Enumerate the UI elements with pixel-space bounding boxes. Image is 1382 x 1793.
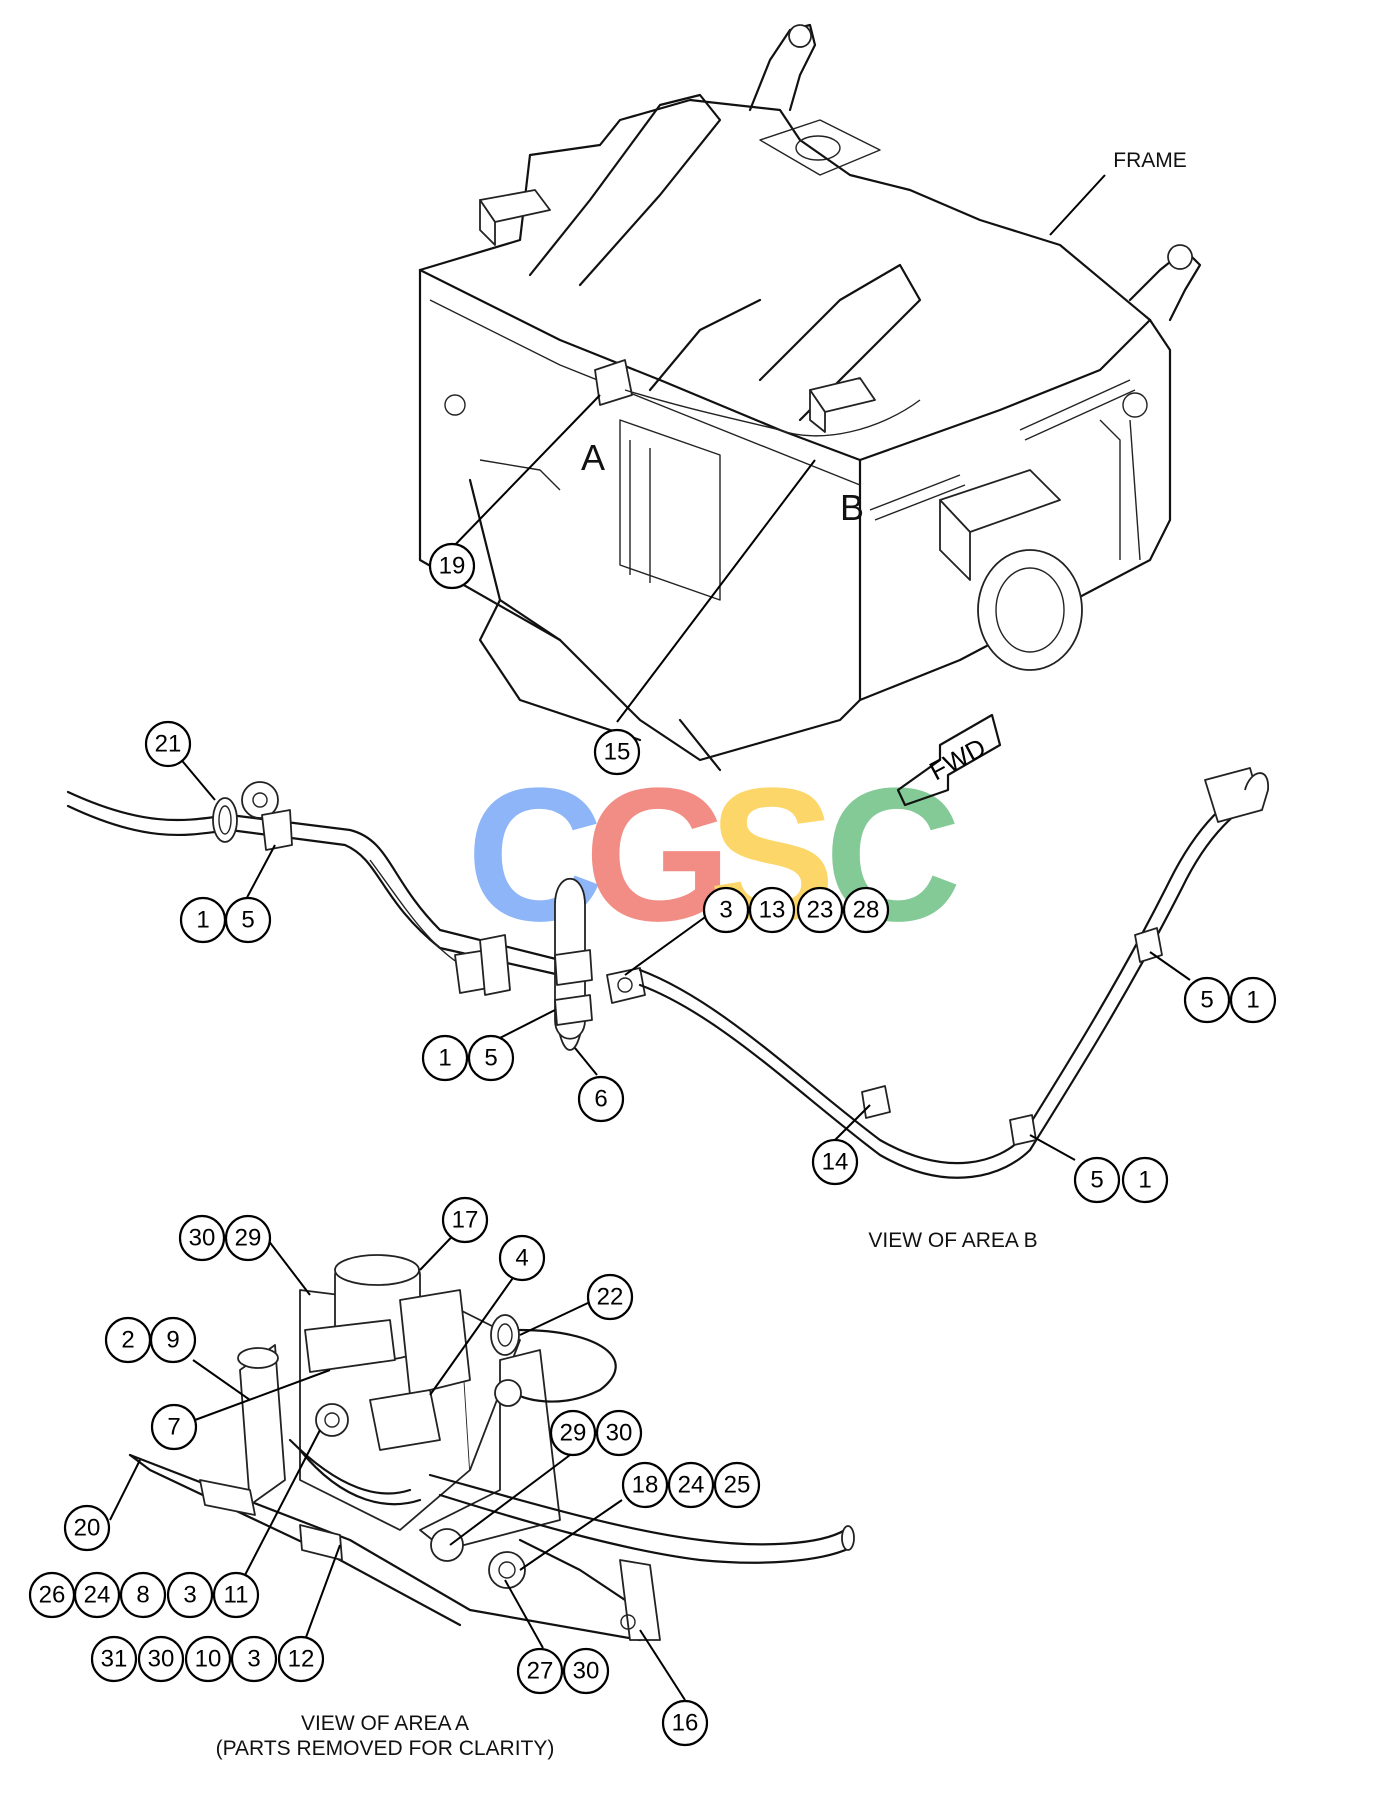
callout-20-text: 20 [74,1515,101,1542]
callout-group-26-24-8-3-11[interactable]: 26 24 8 3 11 [28,1571,260,1619]
callout-22[interactable]: 22 [586,1273,634,1321]
callout-1b-text: 1 [438,1045,451,1072]
callout-5d-text: 5 [1090,1167,1103,1194]
callout-19-text: 19 [439,553,466,580]
callout-20[interactable]: 20 [63,1504,111,1552]
callout-30a-text: 30 [189,1225,216,1252]
callout-23-text: 23 [807,897,834,924]
area-b-label: B [840,487,864,528]
frame-illustration [418,23,1202,772]
callout-6[interactable]: 6 [577,1075,625,1123]
callout-group-31-30-10-3-12[interactable]: 31 30 10 3 12 [90,1635,325,1683]
callout-24a-text: 24 [678,1472,705,1499]
callout-24b-text: 24 [84,1582,111,1609]
watermark-letter-c2: C [824,749,961,961]
callout-19[interactable]: 19 [428,542,476,590]
callout-3c-text: 3 [247,1646,260,1673]
callout-8-text: 8 [136,1582,149,1609]
callout-26-text: 26 [39,1582,66,1609]
watermark-letter-g: G [584,749,732,961]
callout-17[interactable]: 17 [441,1196,489,1244]
callout-7-text: 7 [167,1414,180,1441]
callout-group-3-13-23-28[interactable]: 3 13 23 28 [702,886,890,934]
callout-group-27-30[interactable]: 27 30 [516,1647,610,1695]
area-a-label: A [581,437,605,478]
callout-1c-text: 1 [1246,987,1259,1014]
callout-3a-text: 3 [719,897,732,924]
callout-30d-text: 30 [573,1658,600,1685]
callout-30c-text: 30 [148,1646,175,1673]
callout-5b-text: 5 [484,1045,497,1072]
callout-21-text: 21 [155,731,182,758]
callout-9-text: 9 [166,1327,179,1354]
callout-21[interactable]: 21 [144,720,192,768]
callout-15-text: 15 [604,739,631,766]
callout-12-text: 12 [288,1646,315,1673]
callout-27-text: 27 [527,1658,554,1685]
callout-5c-text: 5 [1200,987,1213,1014]
callout-18-text: 18 [632,1472,659,1499]
area-a-assembly [128,1254,855,1642]
area-b-harness [66,767,1269,1179]
callout-2-text: 2 [121,1327,134,1354]
callout-3b-text: 3 [183,1582,196,1609]
callout-31-text: 31 [101,1646,128,1673]
callout-4[interactable]: 4 [498,1234,546,1282]
callout-7[interactable]: 7 [150,1403,198,1451]
callout-1d-text: 1 [1138,1167,1151,1194]
callout-group-30-29-a[interactable]: 30 29 [178,1214,272,1262]
callout-10-text: 10 [195,1646,222,1673]
callout-group-5-1-a[interactable]: 5 1 [1183,976,1277,1024]
callout-16-text: 16 [672,1710,699,1737]
callout-25-text: 25 [724,1472,751,1499]
callout-group-1-5-a[interactable]: 1 5 [179,896,272,944]
callout-4-text: 4 [515,1245,528,1272]
callout-30b-text: 30 [606,1420,633,1447]
view-area-a-caption-line1: VIEW OF AREA A [301,1712,469,1735]
callout-15[interactable]: 15 [593,728,641,776]
callout-group-5-1-b[interactable]: 5 1 [1073,1156,1169,1204]
callout-group-29-30-b[interactable]: 29 30 [549,1409,643,1457]
callout-group-18-24-25[interactable]: 18 24 25 [621,1461,761,1509]
view-area-a-caption-line2: (PARTS REMOVED FOR CLARITY) [216,1737,555,1760]
callout-11-text: 11 [224,1582,249,1609]
callout-1a-text: 1 [196,907,209,934]
callout-16[interactable]: 16 [661,1699,709,1747]
callout-13-text: 13 [759,897,786,924]
frame-label: FRAME [1113,149,1187,172]
callout-14[interactable]: 14 [811,1138,859,1186]
callout-28-text: 28 [853,897,880,924]
callout-17-text: 17 [452,1207,479,1234]
watermark-logo: C G S C [466,749,961,961]
callout-5a-text: 5 [241,907,254,934]
callout-29a-text: 29 [235,1225,262,1252]
callout-22-text: 22 [597,1284,624,1311]
view-area-b-caption: VIEW OF AREA B [868,1229,1037,1252]
callout-group-2-9[interactable]: 2 9 [104,1316,197,1364]
callout-group-1-5-b[interactable]: 1 5 [421,1034,515,1082]
callout-6-text: 6 [594,1086,607,1113]
callout-14-text: 14 [822,1149,849,1176]
callout-29b-text: 29 [560,1420,587,1447]
